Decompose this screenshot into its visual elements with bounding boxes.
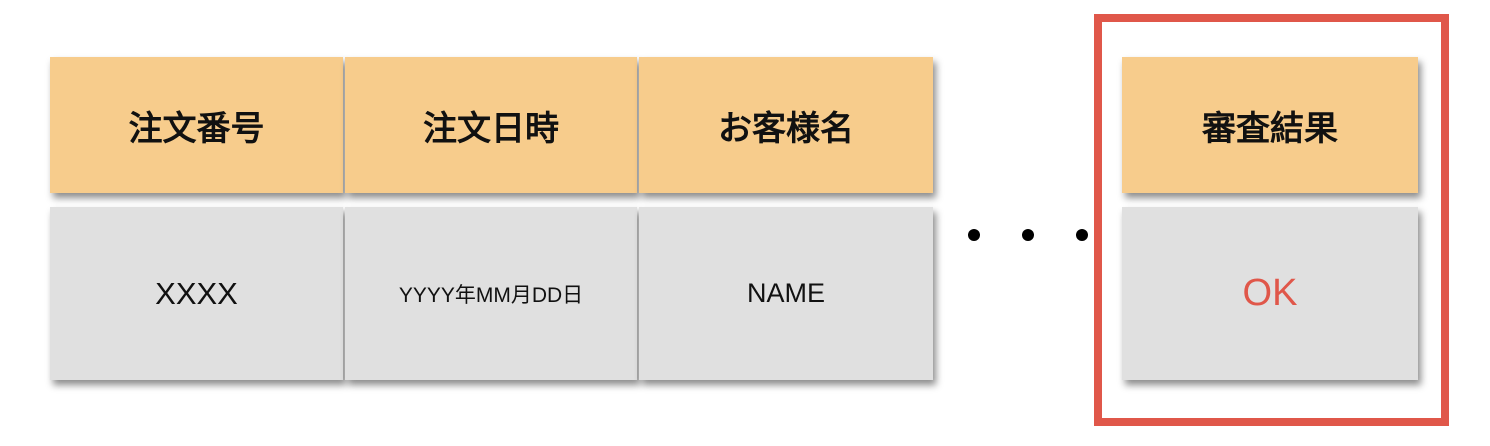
ellipsis-more-columns xyxy=(968,210,1088,260)
ellipsis-dot xyxy=(1022,229,1034,241)
header-review-result-label: 審査結果 xyxy=(1202,108,1338,149)
value-review-result-text: OK xyxy=(1242,272,1298,314)
value-customer-name: NAME xyxy=(639,207,933,380)
value-order-datetime: YYYY年MM月DD日 xyxy=(345,207,637,380)
header-order-number-label: 注文番号 xyxy=(128,108,265,149)
header-order-datetime: 注文日時 xyxy=(345,57,637,193)
value-customer-name-text: NAME xyxy=(746,278,825,308)
value-order-datetime-text: YYYY年MM月DD日 xyxy=(398,283,584,307)
header-review-result: 審査結果 xyxy=(1122,57,1418,193)
header-order-number: 注文番号 xyxy=(50,57,343,193)
ellipsis-dot xyxy=(968,229,980,241)
ellipsis-dot xyxy=(1076,229,1088,241)
header-order-datetime-label: 注文日時 xyxy=(423,108,559,149)
value-order-number-text: XXXX xyxy=(155,275,238,311)
value-order-number: XXXX xyxy=(50,207,343,380)
header-customer-name-label: お客様名 xyxy=(718,108,854,149)
value-review-result: OK xyxy=(1122,207,1418,380)
header-customer-name: お客様名 xyxy=(639,57,933,193)
